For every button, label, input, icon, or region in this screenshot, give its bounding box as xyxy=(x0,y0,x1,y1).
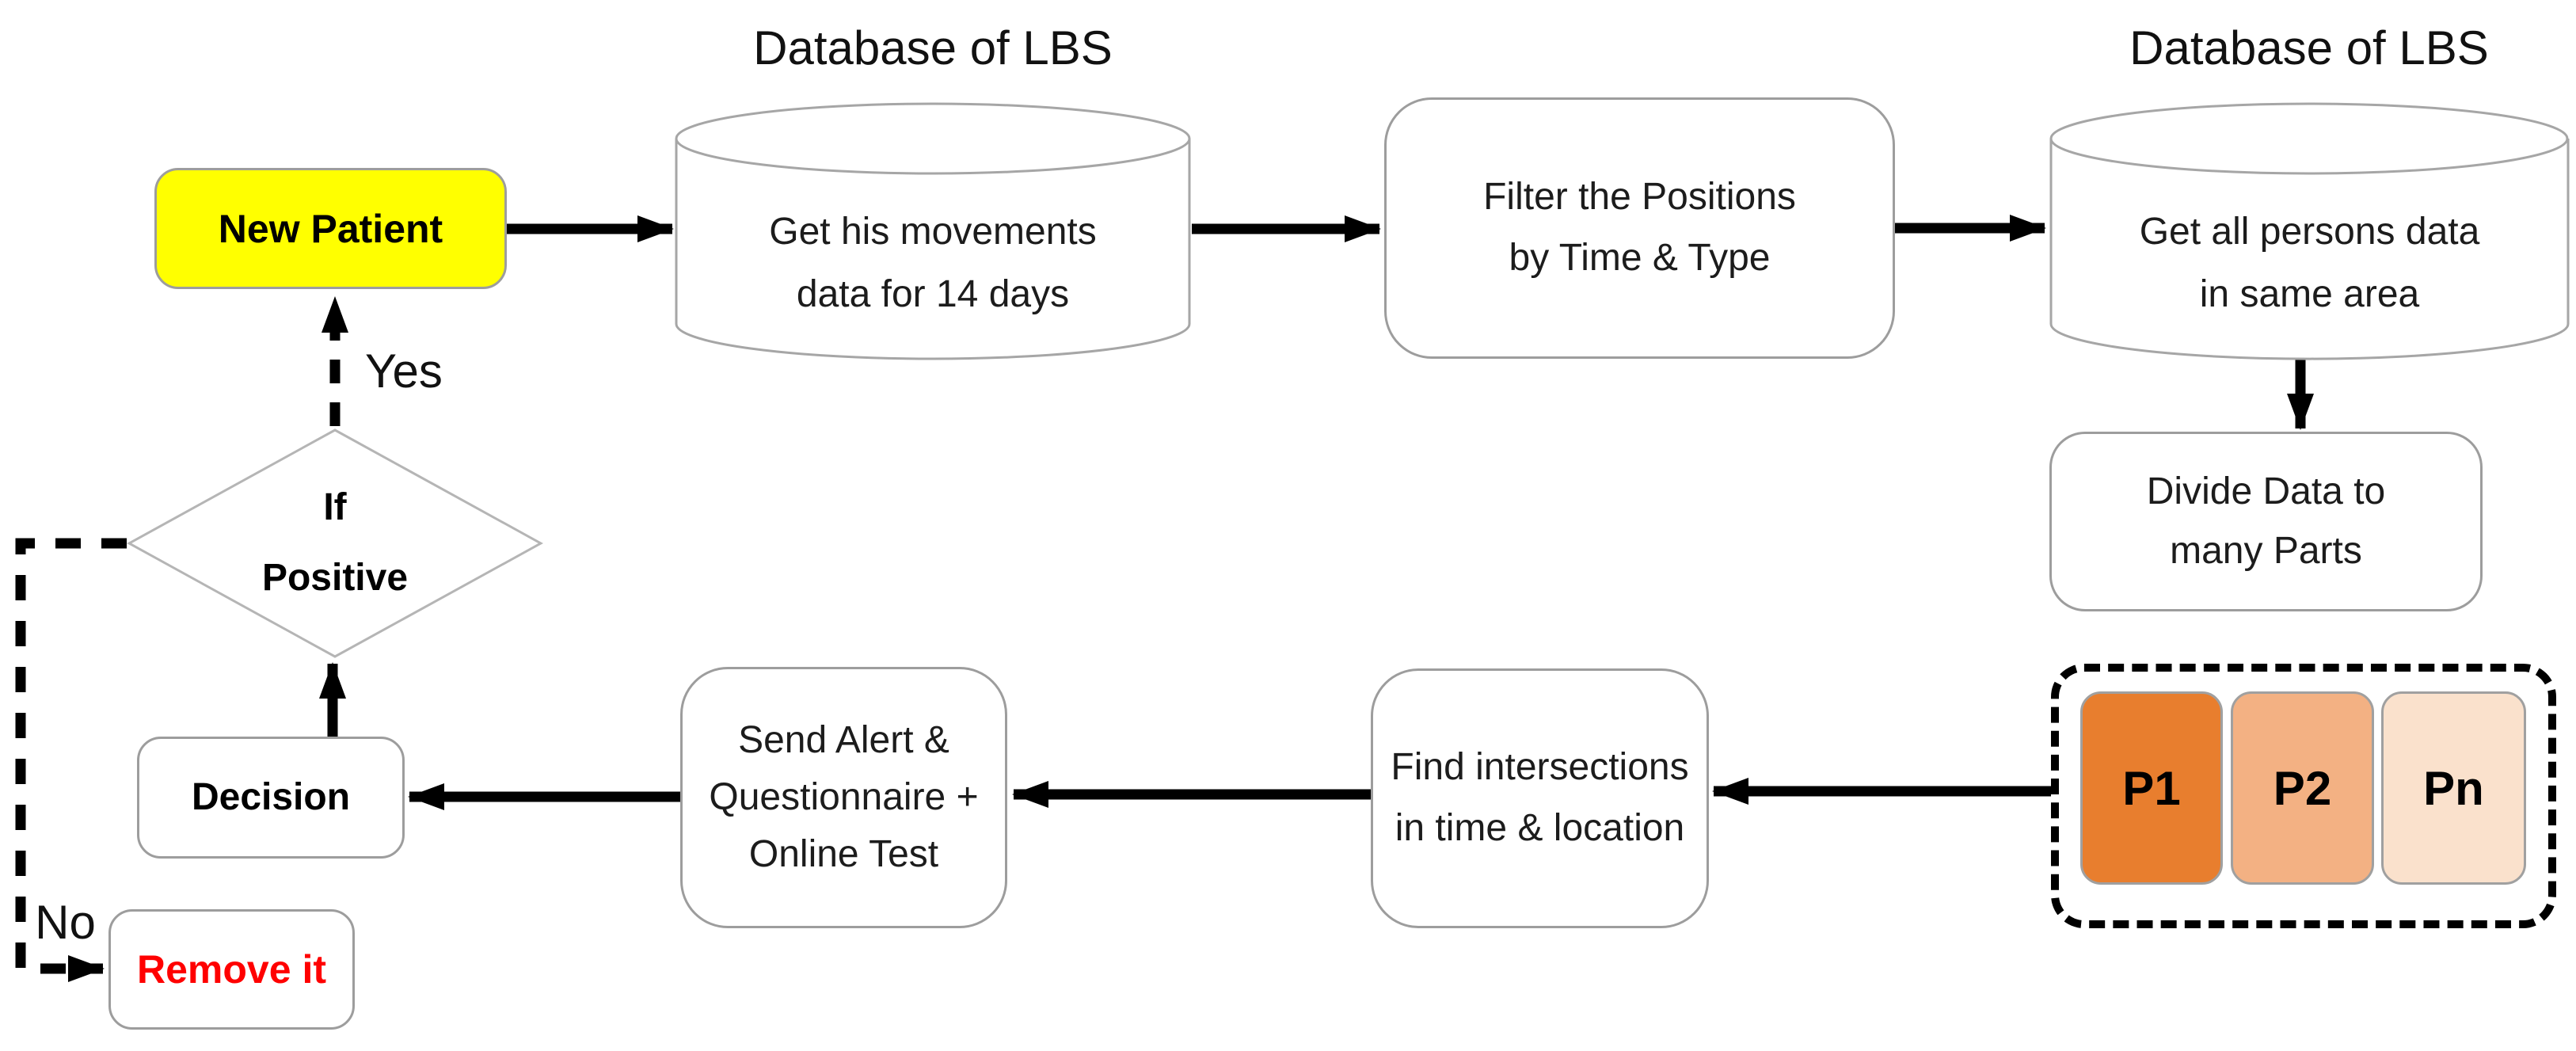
node-if-positive: If Positive xyxy=(127,428,543,659)
node-db-get-all-persons: Get all persons data in same area xyxy=(2049,101,2570,361)
node-db-get-all-persons-text: Get all persons data in same area xyxy=(2139,210,2480,315)
node-remove-it: Remove it xyxy=(108,909,355,1030)
node-send-alert: Send Alert & Questionnaire + Online Test xyxy=(680,667,1007,928)
node-partition-pn: Pn xyxy=(2381,691,2526,885)
node-divide-data: Divide Data to many Parts xyxy=(2049,432,2483,611)
node-find-intersections: Find intersections in time & location xyxy=(1371,668,1709,928)
node-partition-p1: P1 xyxy=(2080,691,2223,885)
arrow-no-diamond-to-remove xyxy=(15,538,127,982)
partitions-dashed-group: P1 P2 Pn xyxy=(2051,664,2556,928)
node-new-patient-label: New Patient xyxy=(218,206,443,251)
node-partition-p2: P2 xyxy=(2231,691,2374,885)
node-if-positive-text: If Positive xyxy=(261,486,409,599)
node-db-get-movements-text: Get his movements data for 14 days xyxy=(769,210,1097,315)
node-decision: Decision xyxy=(137,737,405,859)
node-filter-positions: Filter the Positions by Time & Type xyxy=(1384,97,1895,359)
node-new-patient: New Patient xyxy=(154,168,507,289)
edge-label-no: No xyxy=(35,895,96,949)
node-db-get-movements: Get his movements data for 14 days xyxy=(674,101,1192,361)
decision-diamond-icon xyxy=(127,428,543,658)
database-cylinder-icon xyxy=(2049,102,2570,360)
database-title-right: Database of LBS xyxy=(2129,21,2489,74)
edge-label-yes: Yes xyxy=(365,344,443,398)
database-cylinder-icon xyxy=(675,102,1191,360)
database-title-left: Database of LBS xyxy=(753,21,1113,74)
